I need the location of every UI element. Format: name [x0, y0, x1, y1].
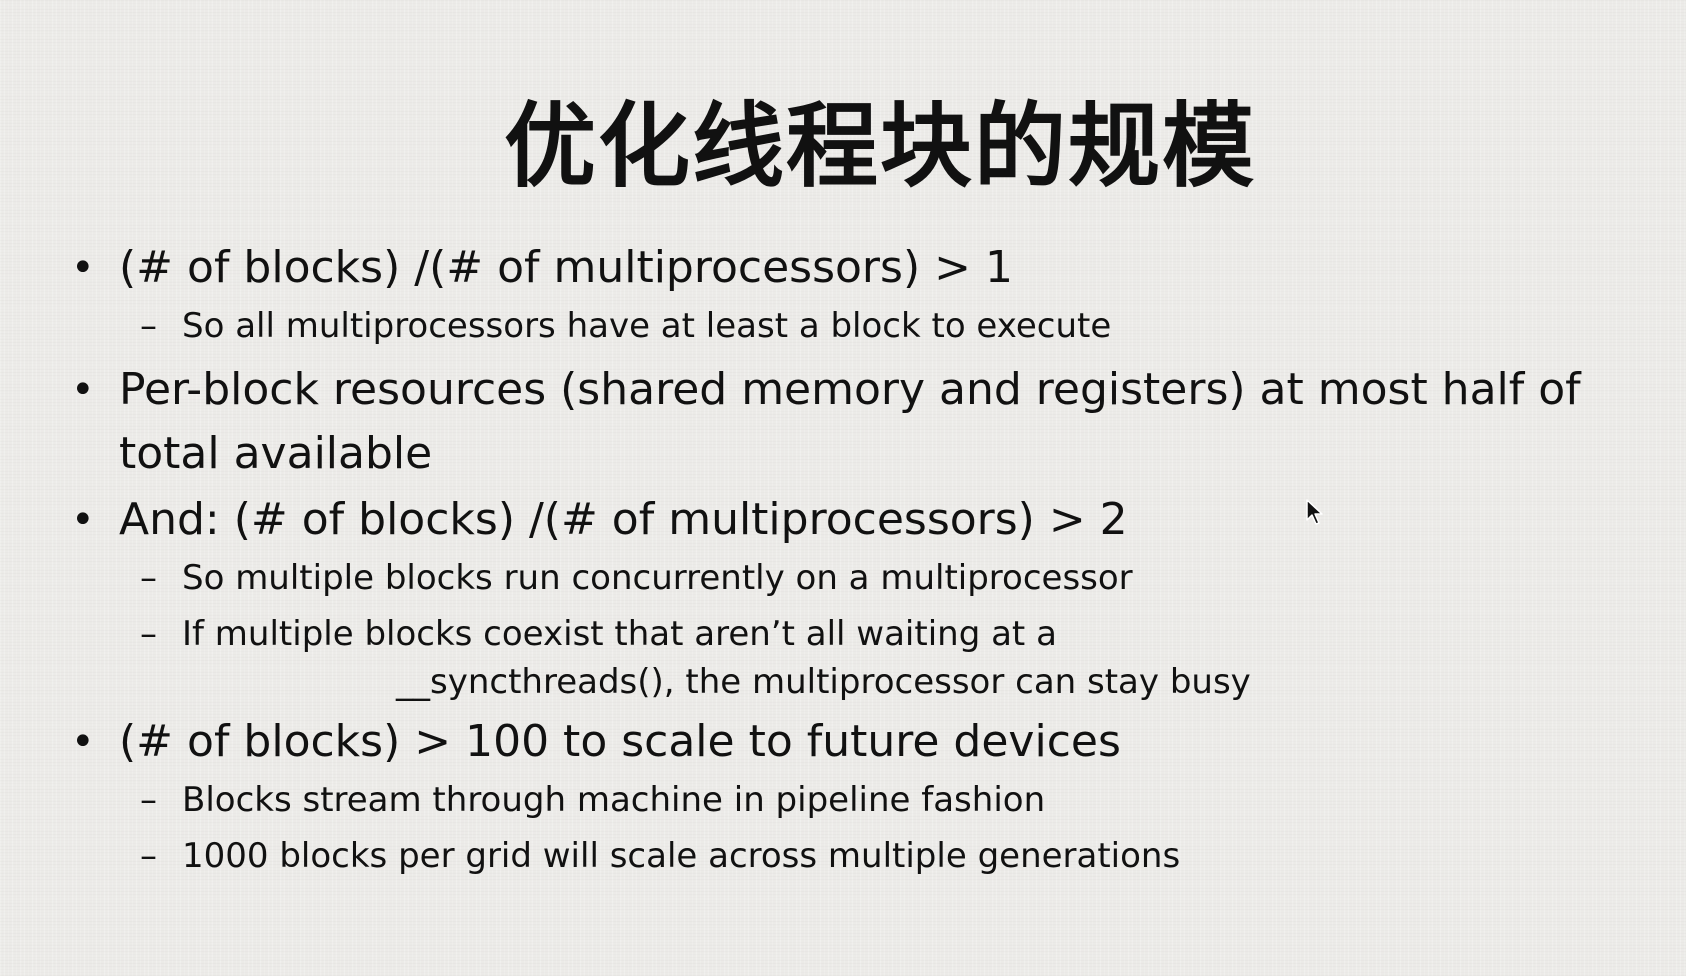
sub-bullet-item: – So multiple blocks run concurrently on… [66, 554, 1656, 602]
sub-bullet-item: – So all multiprocessors have at least a… [66, 302, 1656, 350]
sub-bullet-text: So multiple blocks run concurrently on a… [182, 558, 1133, 598]
sub-bullet-dash: – [140, 836, 157, 876]
sub-bullet-dash: – [140, 558, 157, 598]
sub-bullet-item: – Blocks stream through machine in pipel… [66, 776, 1656, 824]
slide-title: 优化线程块的规模 [503, 93, 1256, 200]
bullet-dot: • [71, 719, 95, 765]
bullet-text: (# of blocks) /(# of multiprocessors) > … [119, 242, 1013, 293]
bullet-list: • (# of blocks) /(# of multiprocessors) … [66, 236, 1656, 888]
sub-bullet-item: – 1000 blocks per grid will scale across… [66, 832, 1656, 880]
bullet-text: (# of blocks) > 100 to scale to future d… [119, 716, 1121, 767]
mouse-pointer-icon [1306, 499, 1323, 525]
bullet-text: And: (# of blocks) /(# of multiprocessor… [119, 494, 1128, 545]
bullet-item: • Per-block resources (shared memory and… [66, 358, 1656, 486]
sub-bullet-dash: – [140, 780, 157, 820]
sub-bullet-text: So all multiprocessors have at least a b… [182, 306, 1112, 346]
bullet-item: • (# of blocks) /(# of multiprocessors) … [66, 236, 1656, 300]
sub-bullet-dash: – [140, 306, 157, 346]
bullet-dot: • [71, 367, 95, 413]
bullet-text: Per-block resources (shared memory and r… [119, 364, 1581, 415]
sub-bullet-text-continued: __syncthreads(), the multiprocessor can … [396, 662, 1251, 702]
sub-bullet-text: If multiple blocks coexist that aren’t a… [182, 614, 1057, 654]
sub-bullet-text: 1000 blocks per grid will scale across m… [182, 836, 1181, 876]
bullet-dot: • [71, 245, 95, 291]
bullet-item: • And: (# of blocks) /(# of multiprocess… [66, 488, 1656, 552]
sub-bullet-dash: – [140, 614, 157, 654]
bullet-dot: • [71, 497, 95, 543]
bullet-text-continued: total available [119, 428, 433, 479]
sub-bullet-item: – If multiple blocks coexist that aren’t… [66, 610, 1656, 706]
sub-bullet-text: Blocks stream through machine in pipelin… [182, 780, 1046, 820]
bullet-item: • (# of blocks) > 100 to scale to future… [66, 710, 1656, 774]
